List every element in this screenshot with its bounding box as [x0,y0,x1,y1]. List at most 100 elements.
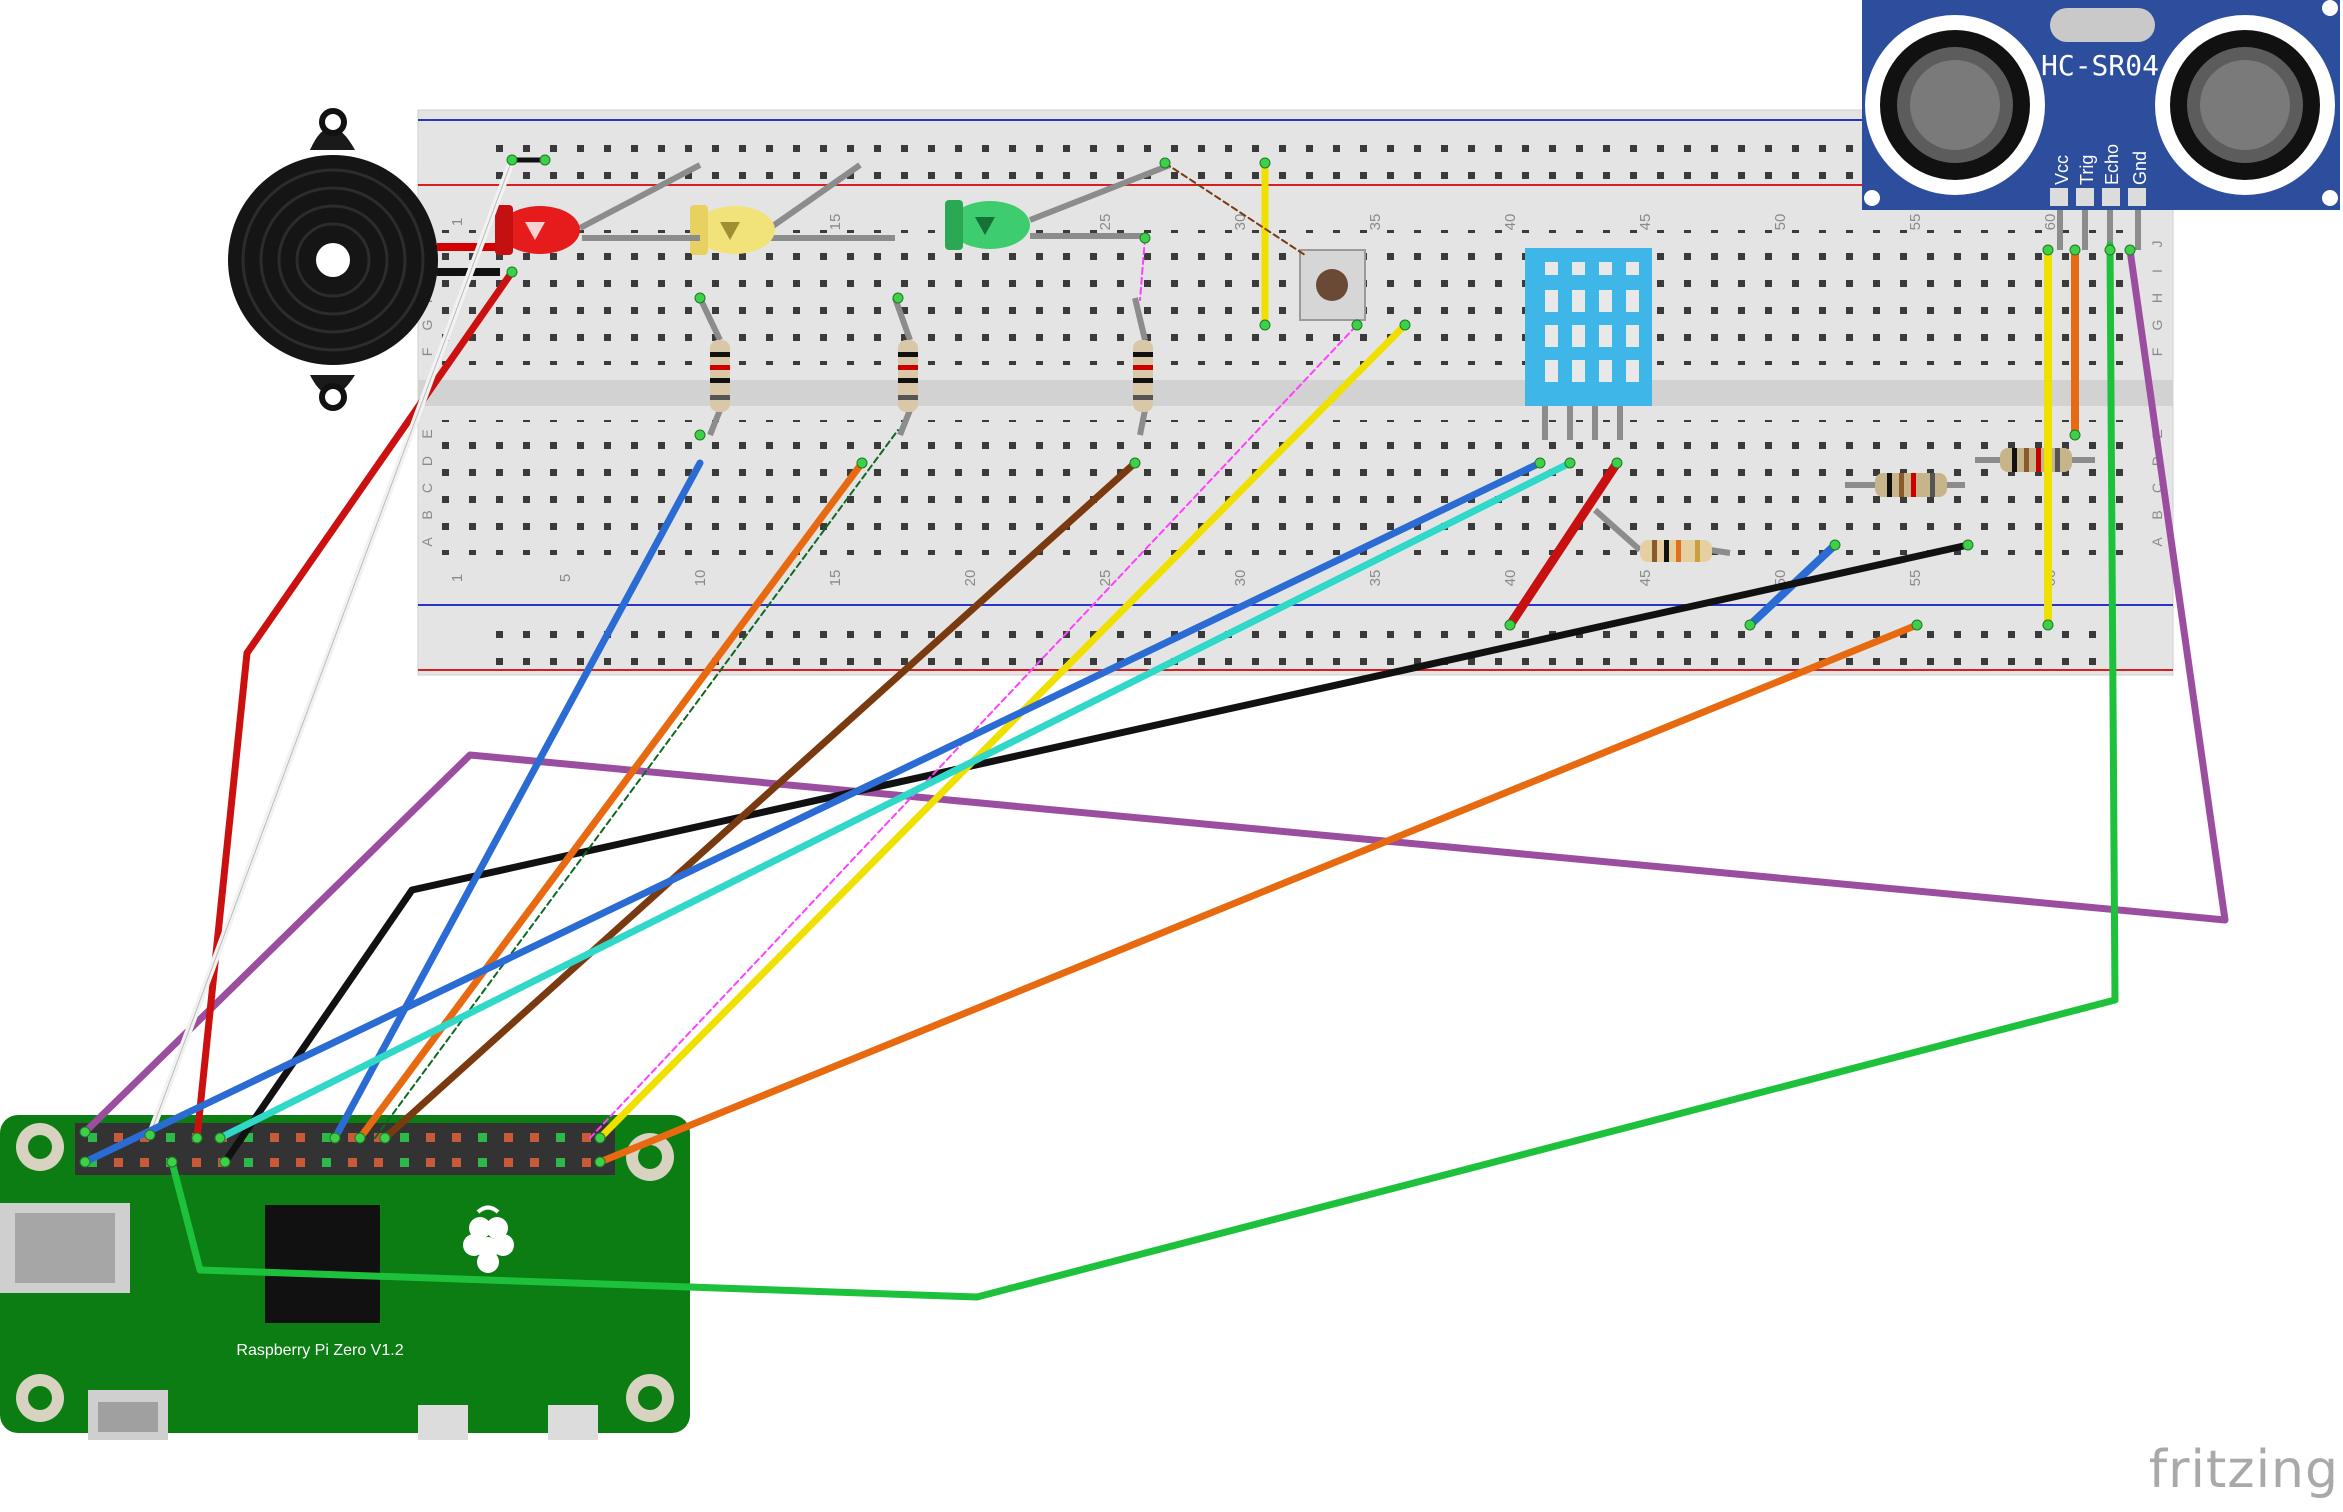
connection-dot [1259,319,1271,331]
raspberry-logo-icon [463,1205,514,1273]
gpio-pin [88,1158,97,1167]
column-number-bottom: 55 [1907,570,1924,587]
column-number-bottom: 25 [1097,570,1114,587]
connection-dot [1962,539,1974,551]
gpio-pin [88,1133,97,1142]
resistor-dht [1593,507,1731,562]
wire-pink-dashed [589,324,1358,1139]
gpio-pin [530,1158,539,1167]
row-letter: H [2149,293,2165,303]
gpio-pin [140,1133,149,1142]
gpio-pin [192,1158,201,1167]
buzzer-center [316,243,350,277]
gpio-pin [140,1158,149,1167]
sensor-model-label: HC-SR04 [2041,49,2159,82]
center-channel [418,380,2173,406]
wire-green [168,241,2119,1301]
gpio-pin [166,1133,175,1142]
gpio-pin [452,1133,461,1142]
pin-label-echo: Echo [2102,144,2122,185]
connection-dot [694,429,706,441]
connection-dot [1534,457,1546,469]
connection-dot [214,1132,226,1144]
connection-dot [2104,244,2116,256]
column-number-top: 1 [449,218,466,226]
column-number-top: 25 [1097,214,1114,231]
resistor-sonar-1 [1845,473,1965,497]
connection-dot [379,1132,391,1144]
wire-cyan [216,459,1574,1142]
connection-dot [2042,244,2054,256]
row-letter: C [2149,483,2165,493]
dht-sensor [1525,248,1652,440]
resistor-green-led [1132,297,1153,436]
connection-dot [1744,619,1756,631]
gpio-pin [114,1158,123,1167]
led-green [945,162,1172,250]
gpio-pin [244,1158,253,1167]
gpio-pin [322,1133,331,1142]
column-number-bottom: 30 [1232,570,1249,587]
row-letter: A [2149,537,2165,547]
row-letter: F [419,348,435,357]
connection-dot [1911,619,1923,631]
gpio-pin [426,1133,435,1142]
connection-dot [1504,619,1516,631]
pin-label-gnd: Gnd [2130,151,2150,185]
connection-dot [594,1156,606,1168]
connection-dot [694,292,706,304]
connection-dot [2069,429,2081,441]
column-number-bottom: 20 [962,570,979,587]
row-letter: G [2149,320,2165,331]
column-number-top: 30 [1232,214,1249,231]
led-red [495,162,702,255]
gpio-pin [426,1158,435,1167]
fritzing-watermark: fritzing [2148,1440,2339,1500]
wire-white-outline [149,159,513,1136]
bottom-rail-holes [495,613,2105,667]
wire-blue-long [81,459,1544,1166]
gpio-pin [478,1133,487,1142]
row-letter: I [2149,269,2165,273]
connection-dot [506,266,518,278]
board-label: Raspberry Pi Zero V1.2 [236,1342,403,1359]
connection-dot [2042,619,2054,631]
connection-dot [1829,539,1841,551]
connection-dot [79,1126,91,1138]
connection-dot [594,1132,606,1144]
gpio-pin [504,1133,513,1142]
wire-yellow-long [596,321,1409,1142]
row-letter: D [419,456,435,466]
gpio-pin [582,1133,591,1142]
wire-red-jumper [1505,458,1622,630]
column-number-top: 55 [1907,214,1924,231]
connection-dot [1611,457,1623,469]
gpio-pin [244,1133,253,1142]
gpio-pin [296,1158,305,1167]
gpio-pin [504,1158,513,1167]
pin-label-trig: Trig [2077,155,2097,185]
connection-dot [79,1156,91,1168]
soc-chip [265,1205,380,1323]
column-number-bottom: 5 [557,574,574,582]
row-letter: B [419,510,435,519]
top-rail-holes-1 [495,127,2105,181]
ultrasonic-sensor: HC-SR04 Vcc Trig Echo Gnd [1862,0,2340,250]
piezo-buzzer [228,108,438,411]
gpio-pin [348,1133,357,1142]
column-number-bottom: 1 [449,574,466,582]
connection-dot [1351,319,1363,331]
connection-dot [2124,244,2136,256]
gpio-pin [530,1133,539,1142]
column-number-bottom: 45 [1637,570,1654,587]
connection-dot [1399,319,1411,331]
connection-dot [166,1156,178,1168]
gpio-pin [270,1133,279,1142]
resistor-sonar-2 [1975,448,2095,472]
gpio-pin [478,1158,487,1167]
row-letter: F [2149,348,2165,357]
wire-pink-dashed-led [1139,237,1146,301]
connection-dot [329,1132,341,1144]
wire-blue-led [331,459,704,1142]
gpio-pin [374,1133,383,1142]
